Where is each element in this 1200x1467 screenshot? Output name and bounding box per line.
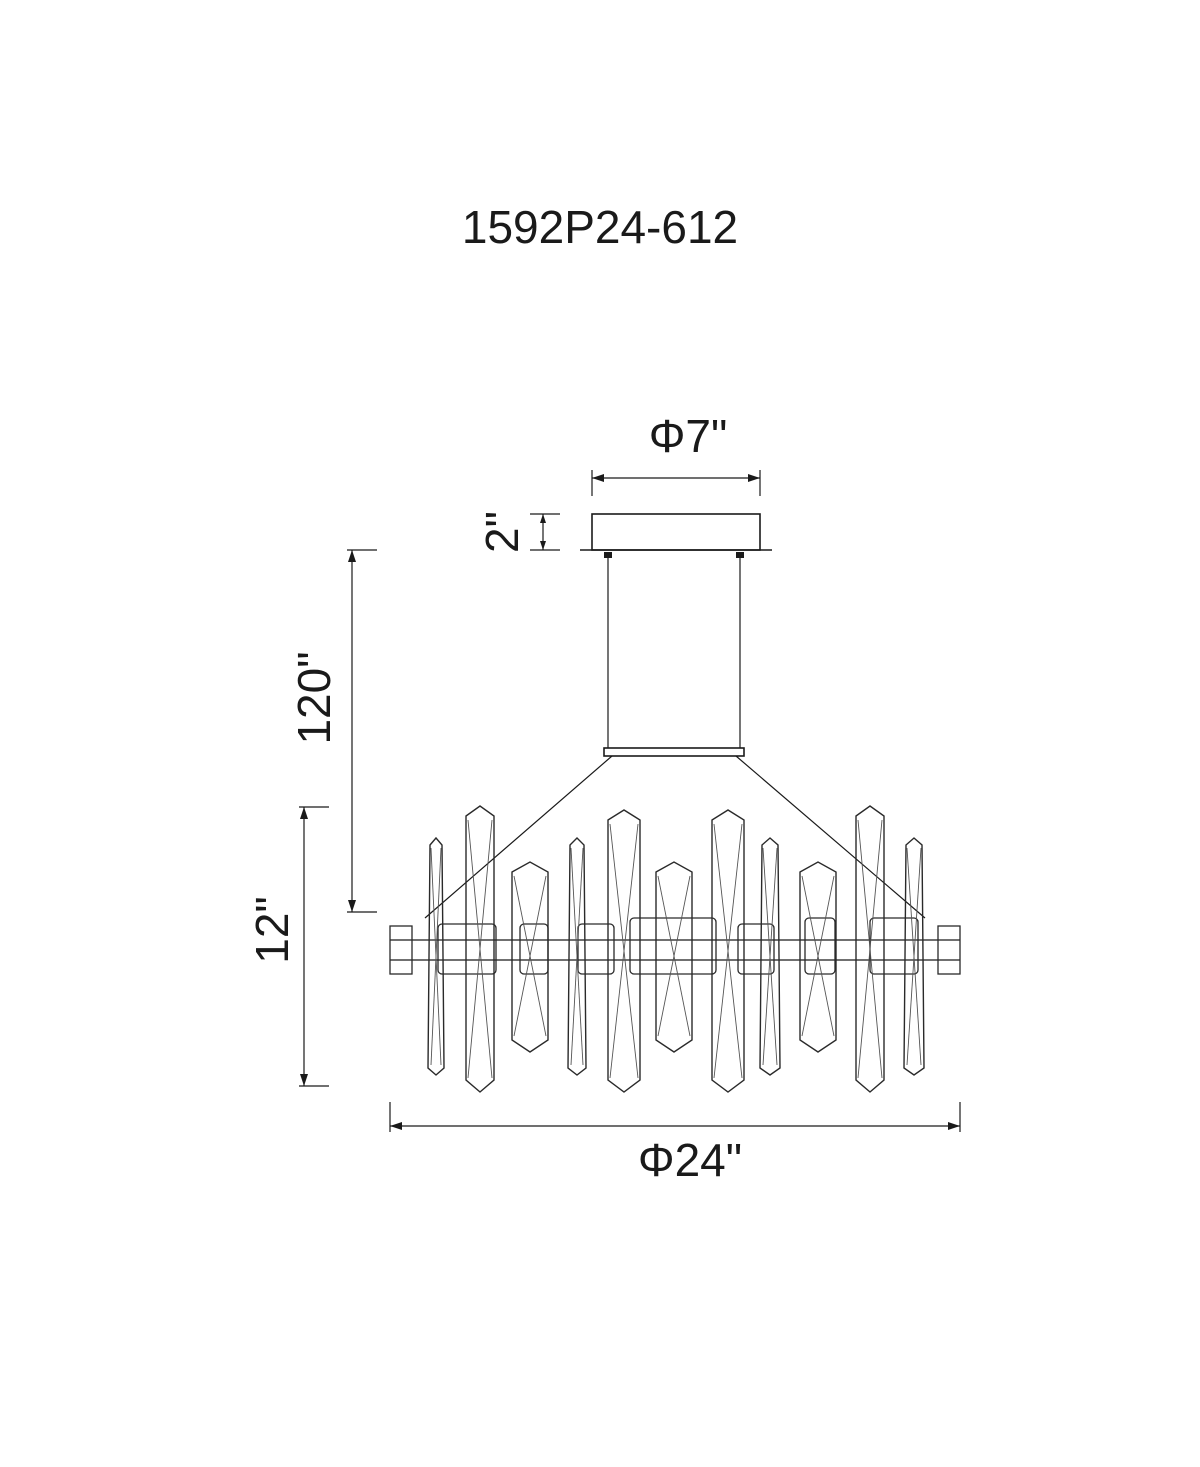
crystal xyxy=(903,837,925,1076)
suspension-cables xyxy=(424,558,926,919)
crystal xyxy=(511,861,549,1053)
fixture-height-dimension: 12" xyxy=(246,806,329,1087)
crystal xyxy=(567,837,587,1076)
canopy-diameter-label: Φ7" xyxy=(649,410,728,462)
crystal xyxy=(655,861,693,1053)
fixture-diameter-label: Φ24" xyxy=(638,1134,742,1186)
canopy-height-dimension: 2" xyxy=(476,511,560,553)
overall-height-label: 120" xyxy=(288,651,340,744)
crystal xyxy=(607,809,641,1093)
overall-height-dimension: 120" xyxy=(288,549,377,913)
crystal xyxy=(711,809,745,1093)
canopy-diameter-dimension: Φ7" xyxy=(591,410,761,496)
canopy xyxy=(580,513,772,558)
crystal xyxy=(759,837,781,1076)
crystal xyxy=(427,836,445,1076)
fixture-diameter-dimension: Φ24" xyxy=(389,1102,961,1186)
canopy-height-label: 2" xyxy=(476,511,528,553)
model-number-title: 1592P24-612 xyxy=(462,201,738,253)
fixture-height-label: 12" xyxy=(246,896,298,964)
crystal xyxy=(799,861,837,1053)
crystal xyxy=(465,805,495,1093)
crystal xyxy=(855,805,885,1093)
chandelier-fixture xyxy=(389,805,961,1093)
